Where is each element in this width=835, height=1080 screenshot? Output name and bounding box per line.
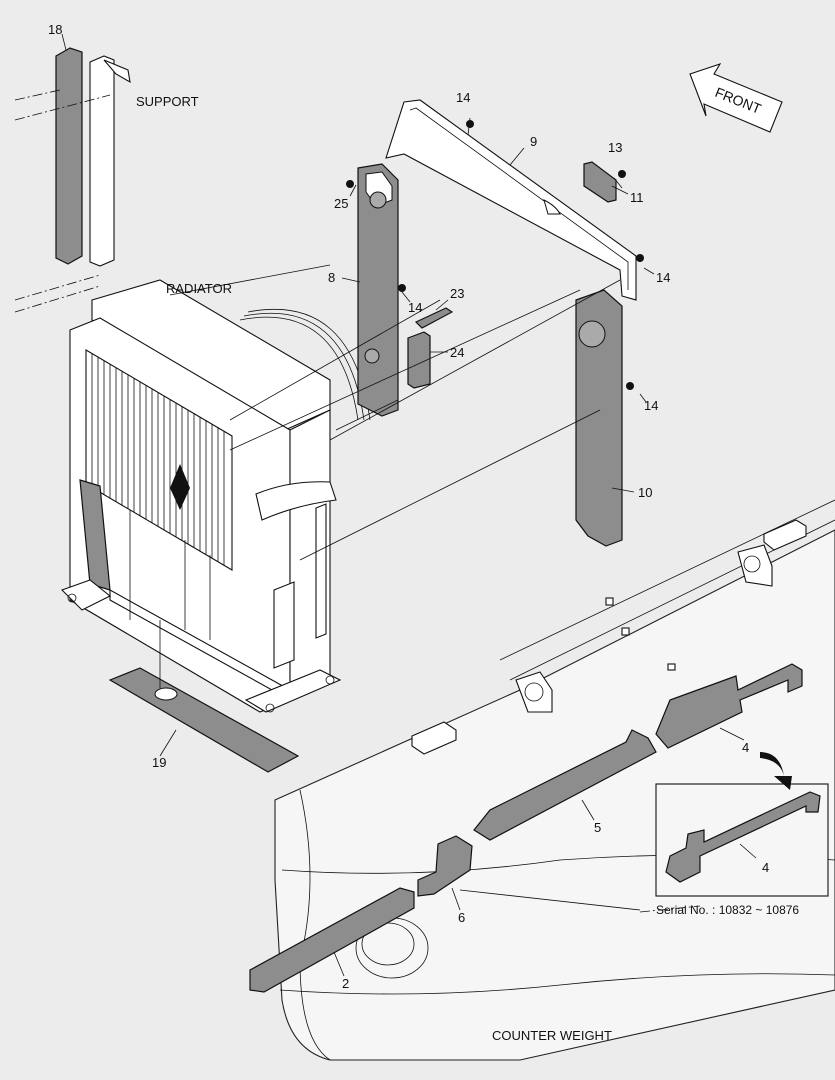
part-2-plate — [249, 887, 415, 993]
part-24-block — [407, 331, 431, 389]
radiator-assembly — [60, 279, 371, 713]
callout-6: 6 — [458, 910, 465, 925]
callout-2: 2 — [342, 976, 349, 991]
callout-18: 18 — [48, 22, 62, 37]
callout-23: 23 — [450, 286, 464, 301]
callout-19: 19 — [152, 755, 166, 770]
callout-13: 13 — [608, 140, 622, 155]
part-6-plate — [417, 835, 473, 897]
leader-lines — [159, 117, 757, 977]
part-9-bracket — [385, 99, 637, 301]
callout-5: 5 — [594, 820, 601, 835]
bolts — [346, 120, 644, 390]
front-arrow — [689, 63, 783, 133]
callout-10: 10 — [638, 485, 652, 500]
callout-9: 9 — [530, 134, 537, 149]
label-radiator: RADIATOR — [166, 281, 232, 296]
callout-24: 24 — [450, 345, 464, 360]
callout-4-main: 4 — [742, 740, 749, 755]
callout-14-right: 14 — [656, 270, 670, 285]
support-assembly — [14, 33, 131, 313]
callout-14-mid: 14 — [408, 300, 422, 315]
label-support: SUPPORT — [136, 94, 199, 109]
serial-inset — [655, 752, 829, 897]
label-counter-weight: COUNTER WEIGHT — [492, 1028, 612, 1043]
part-8-bracket — [357, 163, 399, 417]
callout-11: 11 — [630, 190, 644, 205]
callout-4-inset: 4 — [762, 860, 769, 875]
part-19-plate — [108, 620, 300, 773]
callout-14-top: 14 — [456, 90, 470, 105]
callout-25: 25 — [334, 196, 348, 211]
label-serial: Serial No. : 10832 ~ 10876 — [656, 903, 799, 917]
part-11-plate — [583, 161, 617, 203]
part-5-plate — [473, 729, 657, 841]
callout-14-lower: 14 — [644, 398, 658, 413]
radiator-core-fins — [91, 354, 225, 565]
part-4-plate — [655, 663, 803, 749]
part-10-bracket — [575, 289, 623, 547]
callout-8: 8 — [328, 270, 335, 285]
part-23-seal — [414, 307, 454, 329]
diamond-mark — [170, 464, 190, 510]
